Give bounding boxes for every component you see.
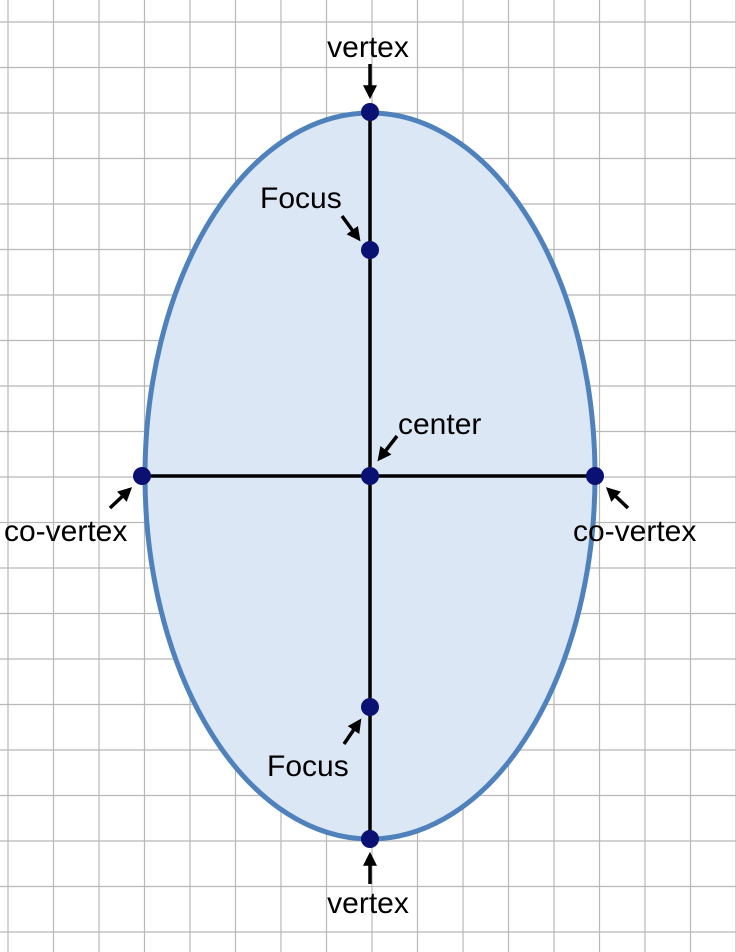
focus-top-point xyxy=(361,241,379,259)
covertex-right-arrow-icon xyxy=(605,487,630,510)
center-point xyxy=(361,467,379,485)
focus-top-arrow-icon xyxy=(340,214,361,242)
covertex-right-point xyxy=(586,467,604,485)
vertex-bottom-label: vertex xyxy=(327,887,409,920)
focus-bottom-label: Focus xyxy=(267,750,349,783)
focus-bottom-point xyxy=(361,698,379,716)
covertex-left-label: co-vertex xyxy=(4,515,127,548)
covertex-right-label: co-vertex xyxy=(573,515,696,548)
vertex-bottom-point xyxy=(361,830,379,848)
center-label: center xyxy=(398,408,481,441)
covertex-left-point xyxy=(133,467,151,485)
focus-top-label: Focus xyxy=(260,182,342,215)
focus-bottom-arrow-icon xyxy=(342,718,362,745)
center-arrow-icon xyxy=(377,434,399,462)
vertex-top-label: vertex xyxy=(327,31,409,64)
vertex-top-point xyxy=(361,103,379,121)
covertex-left-arrow-icon xyxy=(108,487,133,510)
